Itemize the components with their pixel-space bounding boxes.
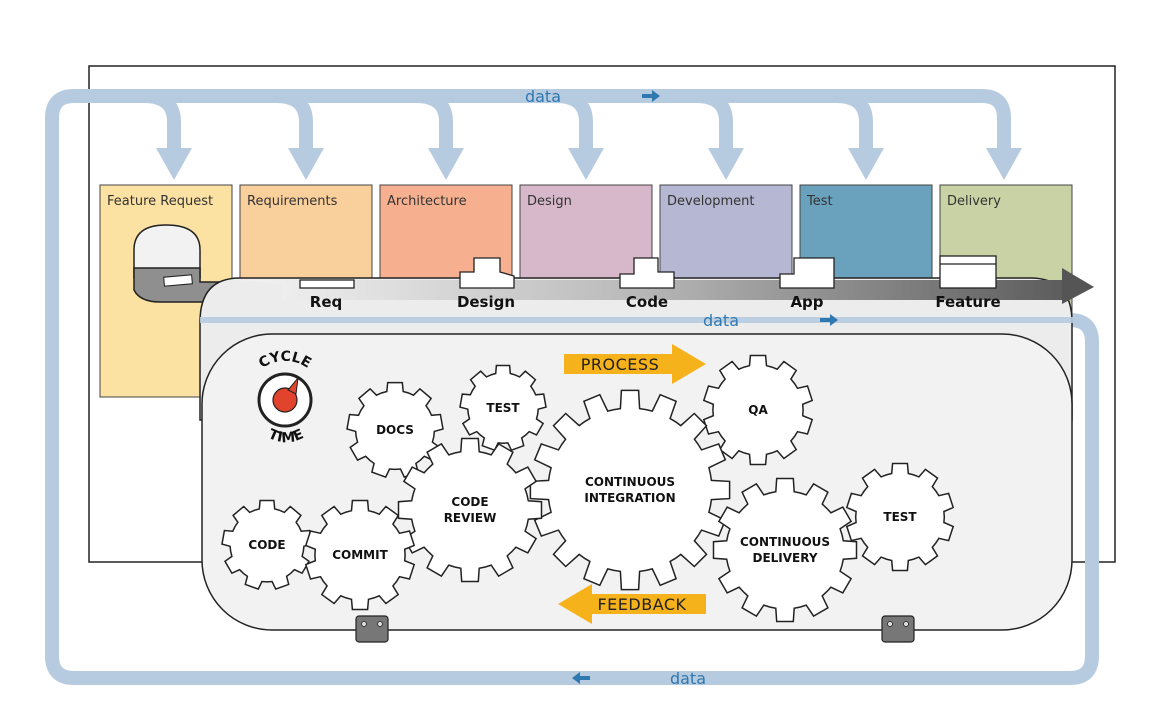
product-label-design: Design [457, 293, 515, 311]
feedback-arrow-label: FEEDBACK [597, 595, 686, 614]
feedback-arrow [558, 584, 706, 624]
pipe-drop-2 [275, 89, 324, 180]
gear-label-code-review-1: CODE [451, 495, 488, 509]
product-label-code: Code [626, 293, 668, 311]
conveyor-end-arrow [1062, 268, 1094, 304]
stage-label-architecture: Architecture [387, 194, 467, 209]
gear-label-docs: DOCS [376, 423, 414, 437]
product-label-req: Req [310, 293, 342, 311]
gear-shape-commit [304, 499, 416, 611]
gear-shape-continuous-delivery [712, 477, 858, 623]
stage-label-delivery: Delivery [947, 194, 1001, 209]
product-design-shape [459, 257, 515, 289]
gear-label-qa: QA [748, 403, 768, 417]
gear-test-1: TEST [459, 364, 547, 452]
product-label-feature: Feature [935, 293, 1000, 311]
stage-label-development: Development [667, 194, 755, 209]
gear-commit: COMMIT [304, 499, 416, 611]
pipe-drop-5 [695, 89, 744, 180]
gear-label-code-review-2: REVIEW [444, 511, 497, 525]
pipe-drop-1 [143, 89, 192, 180]
pipe-drop-6 [835, 89, 884, 180]
gear-shape-code [221, 499, 313, 591]
product-req-shape [299, 279, 355, 289]
gear-test-2: TEST [845, 462, 955, 572]
gear-label-test-1: TEST [486, 401, 520, 415]
conveyor-belt [240, 280, 1070, 300]
gear-shape-test-1 [459, 364, 547, 452]
conveyor-products [299, 255, 997, 289]
data-flow-label-middle: data [703, 311, 739, 330]
data-flow-label-bottom: data [670, 669, 706, 688]
gear-label-continuous-integration-1: CONTINUOUS [585, 475, 675, 489]
product-feature-shape [939, 255, 997, 289]
gear-shape-continuous-integration [529, 389, 731, 591]
gear-code-review: CODE REVIEW [397, 437, 543, 583]
pipe-drops [143, 89, 1022, 180]
pipe-drop-7 [986, 120, 1022, 180]
process-arrow-label: PROCESS [581, 355, 659, 374]
cycle-time-dial: CYCLE TIME [256, 349, 314, 447]
product-label-app: App [790, 293, 823, 311]
gear-shape-test-2 [845, 462, 955, 572]
gear-label-continuous-delivery-2: DELIVERY [752, 551, 817, 565]
cycle-time-label-top: CYCLE [256, 349, 314, 372]
pipe-drop-3 [415, 89, 464, 180]
data-flow-arrow-top [642, 90, 660, 102]
product-code-shape [619, 257, 675, 289]
gear-continuous-integration: CONTINUOUS INTEGRATION [529, 389, 731, 591]
gear-continuous-delivery: CONTINUOUS DELIVERY [712, 477, 858, 623]
gear-shape-qa [702, 354, 814, 466]
gear-qa: QA [702, 354, 814, 466]
product-app-shape [779, 257, 835, 289]
stage-label-requirements: Requirements [247, 194, 338, 209]
pipe-drop-4 [555, 89, 604, 180]
stage-label-feature-request: Feature Request [107, 194, 213, 209]
gear-label-continuous-integration-2: INTEGRATION [584, 491, 675, 505]
gear-label-code: CODE [248, 538, 285, 552]
stage-label-test: Test [806, 194, 833, 209]
gear-label-commit: COMMIT [332, 548, 388, 562]
gear-cluster: DOCS TEST QA CONTINUOUS INTEGRATION CODE REVIE… [221, 354, 955, 623]
machine-feet [355, 615, 915, 643]
data-flow-arrow-bottom [572, 672, 590, 684]
outer-data-pipe [45, 89, 1099, 685]
gear-code: CODE [221, 499, 313, 591]
stage-label-design: Design [527, 194, 572, 209]
data-flow-label-top: data [525, 87, 561, 106]
process-arrow [564, 344, 706, 384]
data-flow-arrow-middle [820, 314, 838, 326]
cycle-time-label-bottom: TIME [266, 426, 306, 446]
gear-label-continuous-delivery-1: CONTINUOUS [740, 535, 830, 549]
gear-label-test-2: TEST [883, 510, 917, 524]
gear-shape-code-review [397, 437, 543, 583]
